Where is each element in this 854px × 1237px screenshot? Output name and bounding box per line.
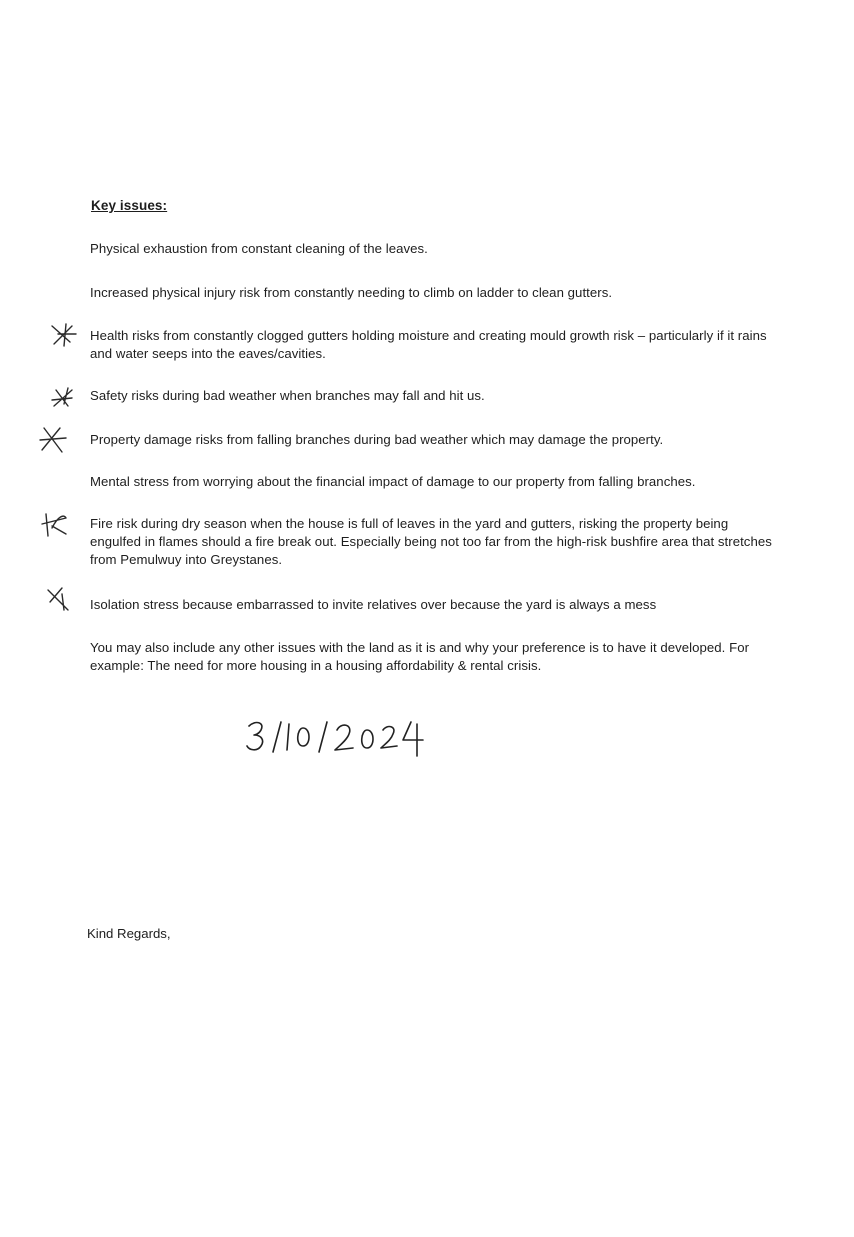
handwritten-tick-mark (46, 320, 80, 350)
issue-mental-stress: Mental stress from worrying about the fi… (90, 474, 696, 489)
issue-isolation-stress: Isolation stress because embarrassed to … (90, 597, 657, 612)
issue-safety-risks: Safety risks during bad weather when bra… (90, 388, 485, 403)
handwritten-date (243, 712, 443, 760)
additional-issues-note: You may also include any other issues wi… (90, 640, 750, 673)
issue-physical-exhaustion: Physical exhaustion from constant cleani… (90, 241, 428, 256)
issue-fire-risk: Fire risk during dry season when the hou… (90, 516, 772, 567)
handwritten-tick-mark (46, 382, 80, 412)
issue-property-damage: Property damage risks from falling branc… (90, 432, 664, 447)
issue-health-risks: Health risks from constantly clogged gut… (90, 328, 767, 361)
handwritten-tick-mark (36, 424, 70, 454)
key-issues-heading: Key issues: (91, 198, 168, 213)
closing-salutation: Kind Regards, (87, 926, 171, 941)
issue-injury-risk: Increased physical injury risk from cons… (90, 285, 613, 300)
handwritten-tick-mark (38, 508, 72, 538)
handwritten-tick-mark (42, 584, 76, 614)
